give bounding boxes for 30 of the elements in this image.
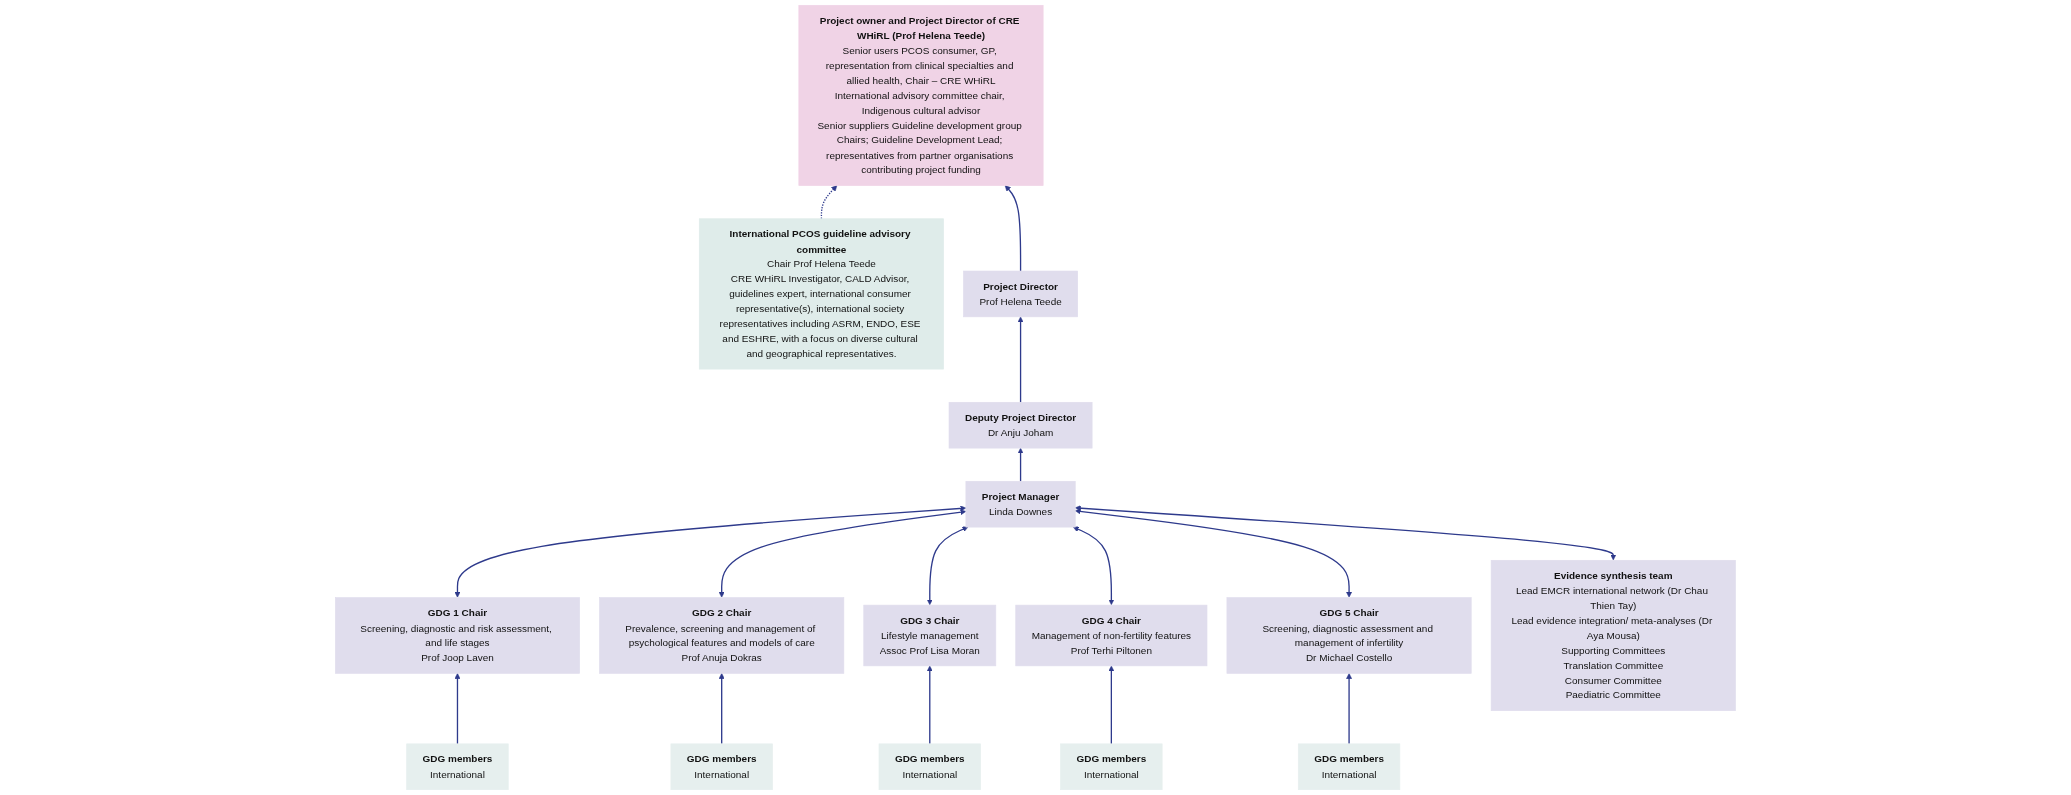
arrow [1346, 673, 1353, 745]
node-box: GDG members International [670, 743, 773, 790]
arrow [926, 665, 933, 745]
node-box: Evidence synthesis team Lead EMCR international network (Dr Chau Thien Tay) Lead evidence integration/ meta-analyses (Dr Aya Mousa) Supporting Committees Translation Committee Consumer Committee Paediatric Committee [1490, 559, 1736, 711]
node-box: International PCOS guideline advisory committee Chair Prof Helena Teede CRE WHiRL Investigator, CALD Advisor, guidelines expert, international consumer representative(s), international society representatives including ASRM, ENDO, ESE and ESHRE, with a focus on diverse cultural and geographical representatives. [699, 218, 944, 370]
arrow [718, 673, 725, 745]
node-box: GDG 1 Chair Screening, diagnostic and risk assessment, and life stages Prof Joop Laven [335, 597, 581, 674]
arrow [1017, 316, 1024, 403]
node-box: GDG 2 Chair Prevalence, screening and management of psychological features and models of care Prof Anuja Dokras [599, 597, 845, 674]
node-box: GDG members International [878, 743, 982, 790]
node-box: Project Manager Linda Downes [965, 481, 1076, 528]
arrow [926, 526, 969, 606]
arrow [454, 505, 967, 598]
arrow [718, 509, 967, 598]
node-box: Deputy Project Director Dr Anju Joham [948, 402, 1093, 449]
node-box: Project Director Prof Helena Teede [963, 270, 1079, 318]
arrow [1108, 665, 1115, 745]
arrow [1004, 185, 1022, 272]
arrow [454, 673, 461, 745]
node-box: GDG 5 Chair Screening, diagnostic assessment and management of infertility Dr Michael Costello [1226, 597, 1472, 674]
arrow [1073, 526, 1115, 606]
arrow [1075, 505, 1617, 561]
node-box: GDG members International [1298, 743, 1401, 790]
arrow [1075, 508, 1353, 598]
node-box: GDG 3 Chair Lifestyle management Assoc Prof Lisa Moran [863, 604, 997, 667]
node-box: GDG 4 Chair Management of non-fertility features Prof Terhi Piltonen [1015, 604, 1208, 667]
arrow [1017, 447, 1024, 482]
node-box: GDG members International [1060, 743, 1163, 790]
node-box: GDG members International [406, 743, 509, 790]
node-box: Project owner and Project Director of CRE WHiRL (Prof Helena Teede) Senior users PCOS consumer, GP, representation from clinical specialties and allied health, Chair – CRE WHiRL International advisory committee chair, Indigenous cultural advisor Senior suppliers Guideline development group Chairs; Guideline Development Lead; representatives from partner organisations contributing project funding [798, 4, 1044, 186]
